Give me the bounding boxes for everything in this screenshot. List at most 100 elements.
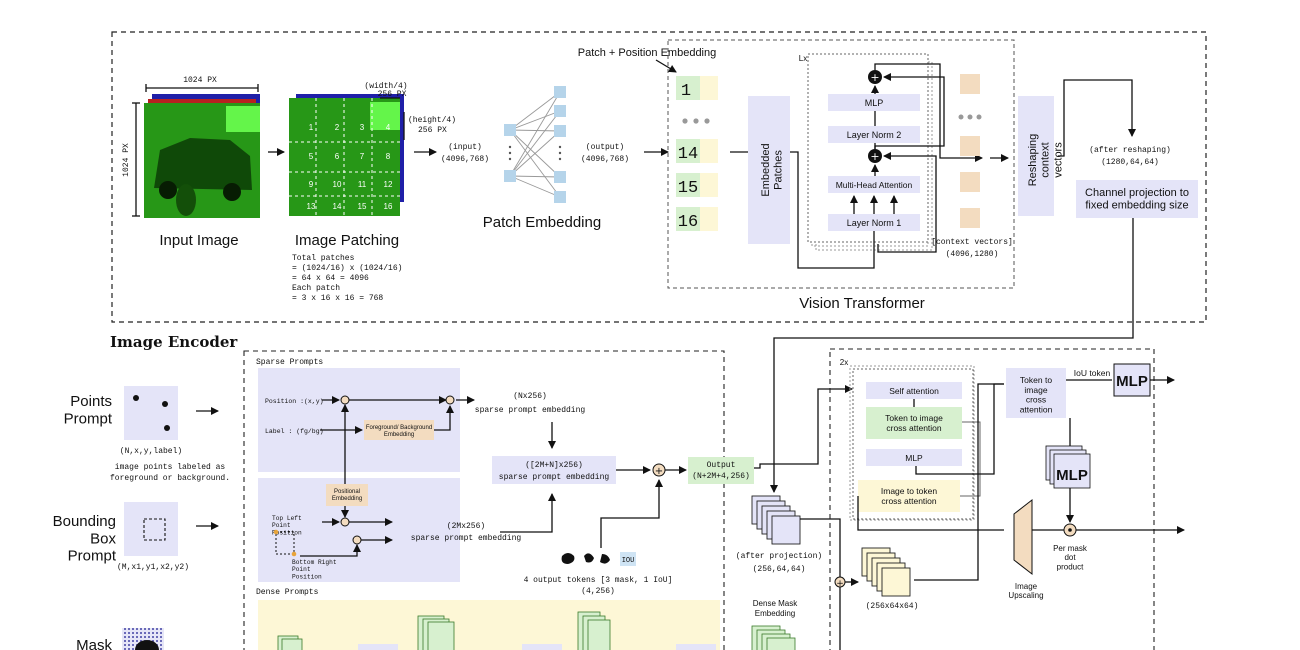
line-small-stack-to-attention [914,383,1004,581]
combined-sparse-label: ([2M+N]x256) [525,461,583,470]
mask-mlp-stack [1045,445,1091,489]
patch-number-grid: 1 2 3 4 5 6 7 8 9 10 11 12 13 14 15 16 [307,123,393,211]
line-block-to-bottom [857,496,1004,531]
residual-add-top [868,70,882,84]
arrow-position-embedding [655,59,677,73]
self-attention-box [866,382,962,399]
patch-number: 4 [386,123,391,132]
multi-head-attention-box [828,176,920,193]
input-image-stack [144,94,260,218]
token-15: 15 [676,173,718,198]
dense-side-boxes [358,644,716,650]
arrow-bottomright-to-add [300,544,361,557]
points-description-1: image points labeled as [115,463,226,472]
prompt-point [162,401,168,407]
iou-chip-label: IOU [622,557,635,565]
position-input-label: Position :(x,y) [265,398,324,405]
layer-norm-1-box [828,214,920,231]
layer-norm-2-box [828,126,920,143]
box-add-node-top [340,517,350,527]
output-token-icons [561,552,636,566]
output-tokens-label: 4 output tokens [3 mask, 1 IoU] [524,576,673,585]
line-t2i-to-i2t [960,421,981,497]
after-projection-label-1: (after projection) [736,552,822,561]
token-number: 15 [678,179,698,198]
dense-add-plus: + [836,579,844,589]
token-14: 14 [676,139,718,164]
dense-prompts-title: Dense Prompts [256,588,319,597]
patch-height-label-2: 256 PX [418,126,447,135]
line-embedding-to-add [800,518,841,578]
token-number: 1 [681,82,691,101]
plus-symbol: + [870,150,879,163]
bbox-prompt-box [124,502,178,556]
note-line: = 3 x 16 x 16 = 768 [292,294,383,303]
nx256-label: (Nx256) [513,392,547,401]
output-shape-label-1: (output) [586,143,624,152]
iou-mlp-label: MLP [1116,373,1148,390]
points-prompt-box [124,386,178,440]
dense-mask-embedding-label-1: Dense Mask [753,599,798,608]
reshaping-box [1018,96,1054,216]
token-to-image-right-box [1006,368,1066,418]
patch-width-label-2: 256 PX [378,90,407,99]
point-add-node [340,395,350,405]
embedded-patches-box [748,96,790,244]
embedded-patches-label: EmbeddedPatches [760,143,785,196]
patch-number: 7 [360,152,365,161]
patch-number: 14 [333,202,342,211]
context-vectors-label-1: [context vectors] [931,238,1013,247]
patch-number: 13 [307,202,316,211]
image-patching-label: Image Patching [295,232,399,249]
patch-number: 9 [309,180,314,189]
dense-mask-stack [751,625,796,650]
twom-caption: sparse prompt embedding [411,534,522,543]
residual-skip-2 [874,73,945,149]
token-number: 16 [678,213,698,232]
context-vectors-label-2: (4096,1280) [946,250,999,259]
mlp-label: MLP [865,98,884,108]
arrow-fgbg-to-sum [434,405,454,431]
patch-number: 10 [333,180,342,189]
label-input-label: Label : (fg/bg) [265,428,324,435]
vision-transformer-frame [667,39,1015,289]
note-line: Each patch [292,284,340,293]
bbox-shape-label: (M,x1,y1,x2,y2) [117,563,189,572]
mask-blob [135,640,159,650]
prompt-encoder-frame [243,350,725,650]
note-line: = (1024/16) x (1024/16) [292,264,402,273]
points-shape-label: (N,x,y,label) [120,447,182,456]
note-line: Total patches [292,254,355,263]
patch-number: 6 [335,152,340,161]
channel-projection-box [1076,180,1198,218]
dense-prompts-panel [258,600,720,650]
mask-decoder-frame [829,348,1155,650]
concat-plus: + [655,466,663,477]
patch-number: 11 [358,180,367,189]
context-vectors-column [958,74,982,228]
arrow-tokens-to-concat [600,479,663,548]
output-label: Output [707,461,736,470]
output-shape: (N+2M+4,256) [692,472,750,481]
output-tokens-shape: (4,256) [581,587,615,596]
points-description-2: foreground or background. [110,474,230,483]
arrow-to-context-vectors [874,63,983,162]
combined-sparse-caption: sparse prompt embedding [499,473,610,482]
box-corner-icon [275,531,295,555]
small-stack-shape: (256x64x64) [866,602,919,611]
sparse-prompts-title: Sparse Prompts [256,358,323,367]
residual-skip-1 [877,152,937,253]
patch-height-label-1: (height/4) [408,116,456,125]
prompt-point [133,395,139,401]
patch-number: 12 [384,180,393,189]
image-encoder-frame [111,31,1207,323]
image-upscaling-shape [1013,498,1033,576]
